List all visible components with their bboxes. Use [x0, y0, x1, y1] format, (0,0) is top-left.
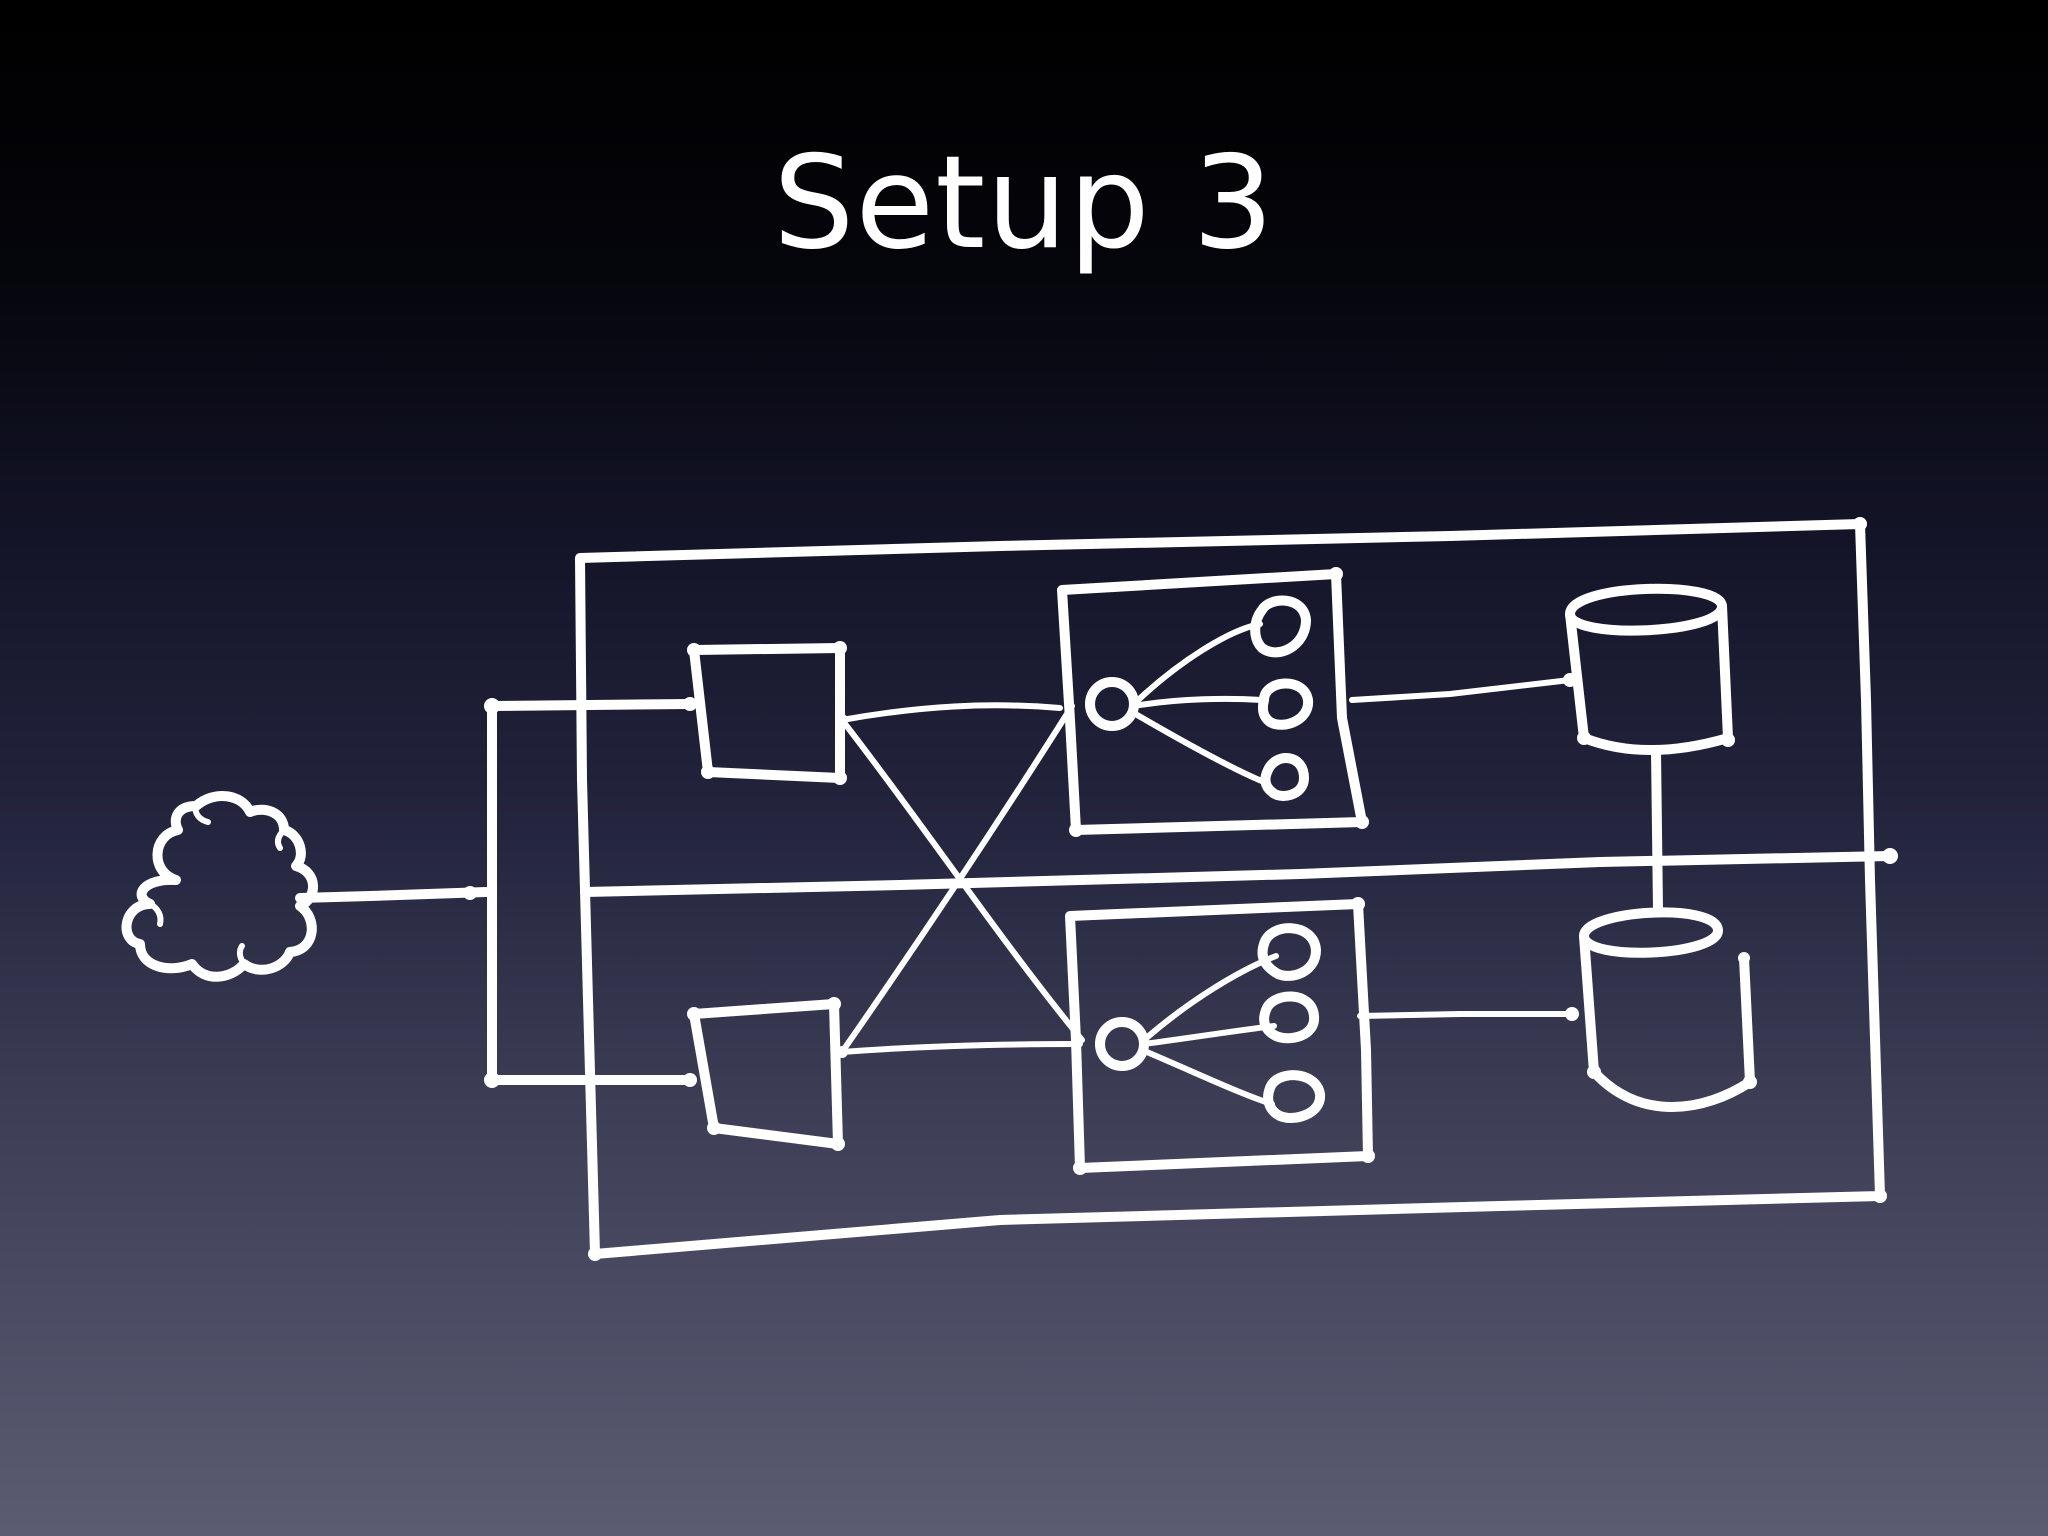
- web-server-bottom-box: [687, 997, 845, 1151]
- datacenter-frame: [575, 517, 1887, 1261]
- app-cluster-top-box: [1057, 567, 1369, 837]
- load-balancer-bracket: [484, 697, 697, 1088]
- replication-line: [1651, 747, 1663, 915]
- uplink-line: [295, 886, 491, 903]
- db-links: [1349, 673, 1579, 1021]
- database-top-icon: [1565, 583, 1735, 756]
- backbone-line: [580, 848, 1898, 897]
- app-cluster-bottom-box: [1065, 897, 1375, 1175]
- cloud-icon: [121, 791, 318, 982]
- web-server-top-box: [687, 641, 847, 785]
- cross-connections: [836, 702, 1085, 1058]
- slide-title: Setup 3: [773, 129, 1275, 278]
- database-bottom-icon: [1579, 907, 1757, 1112]
